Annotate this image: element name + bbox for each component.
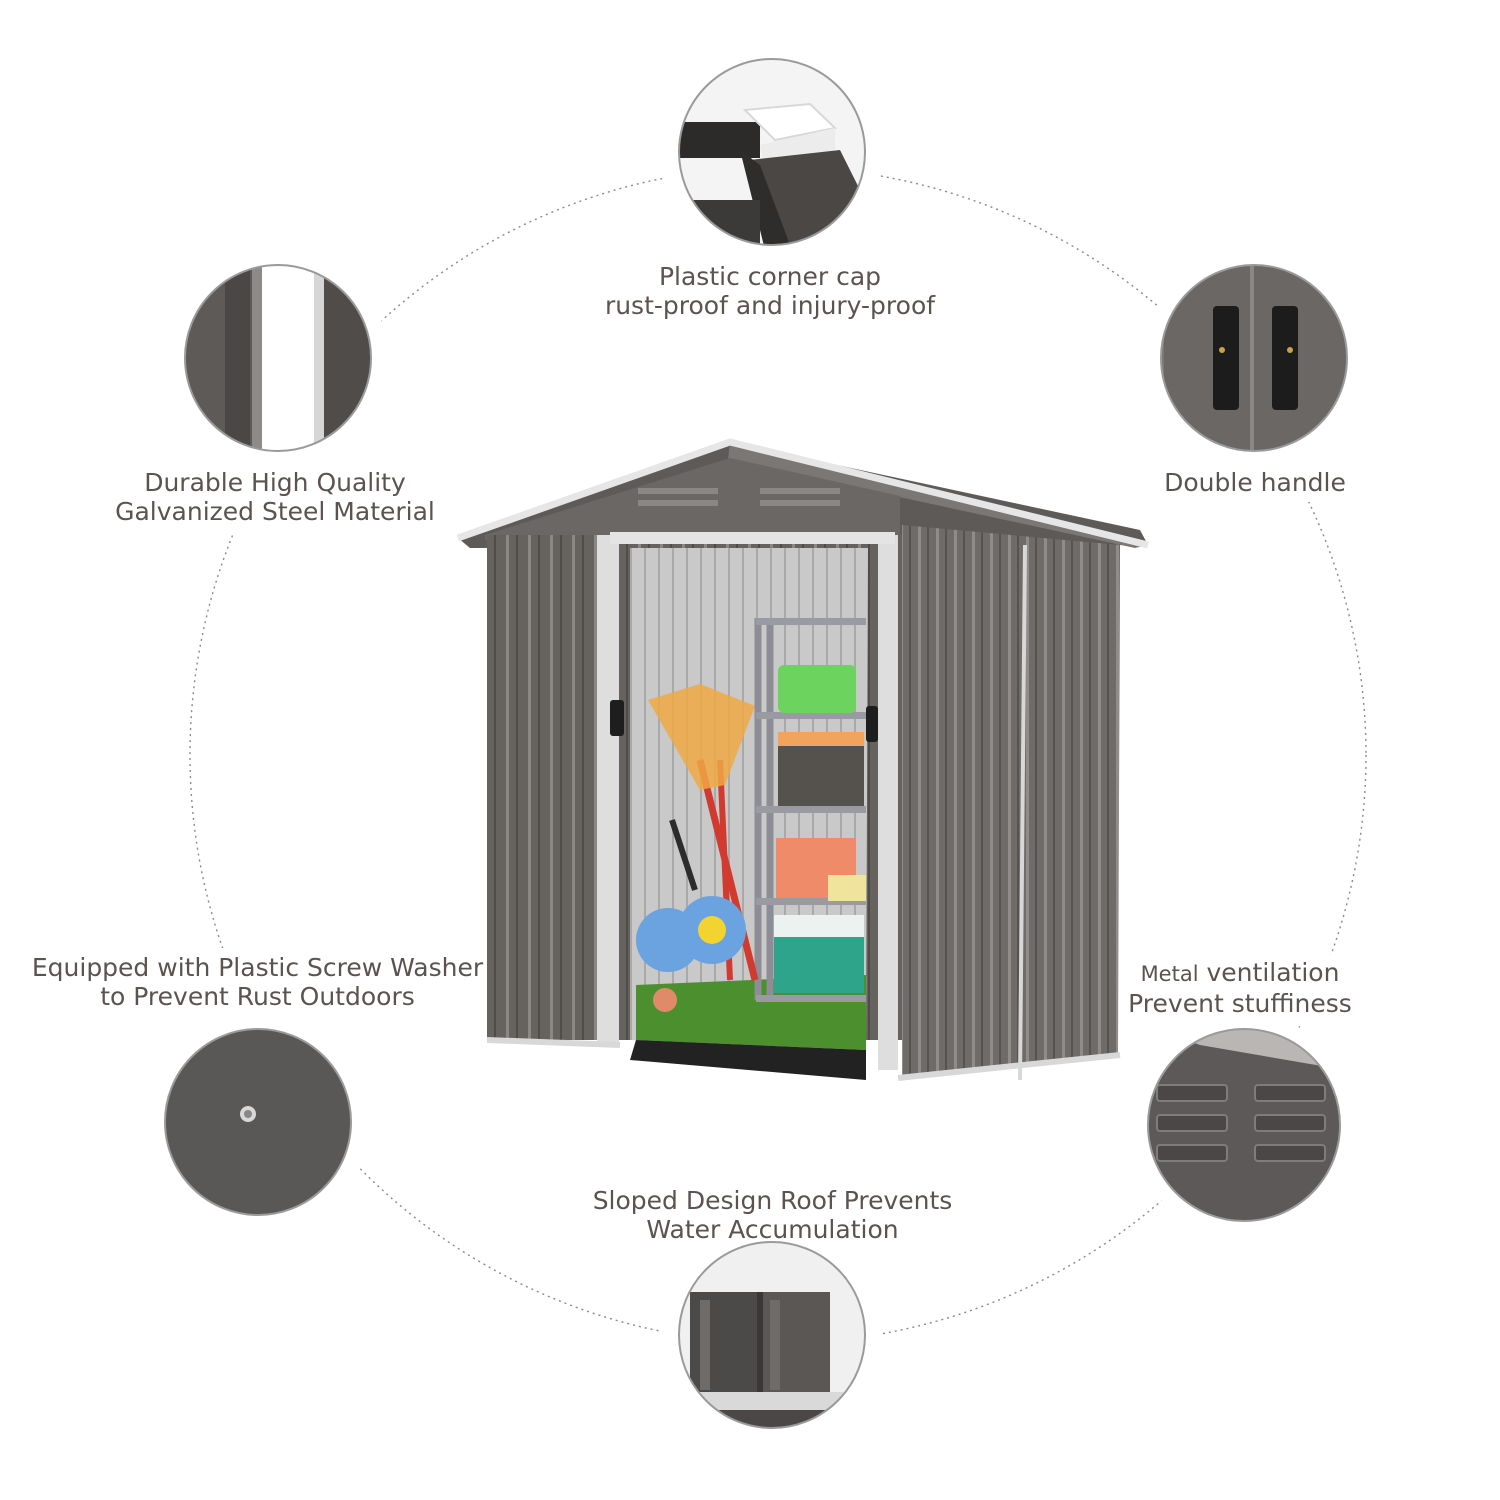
feature-label-vent: Metal ventilation Prevent stuffiness: [1128, 958, 1352, 1018]
feature-label-handle: Double handle: [1164, 468, 1346, 497]
corner-cap-closeup: [679, 59, 865, 245]
shed-illustration: [456, 438, 1149, 1081]
feature-label-steel: Durable High Quality Galvanized Steel Ma…: [115, 468, 435, 526]
dotted-ring: [189, 166, 1367, 1344]
feature-label-washer: Equipped with Plastic Screw Washer to Pr…: [31, 953, 484, 1011]
feature-label-roof: Sloped Design Roof Prevents Water Accumu…: [592, 1186, 953, 1244]
screw-washer-closeup: [165, 1029, 351, 1215]
double-handle-closeup: [1161, 265, 1347, 451]
sloped-roof-closeup: [679, 1242, 865, 1428]
steel-panel-closeup: [185, 265, 371, 451]
feature-label-corner-cap: Plastic corner cap rust-proof and injury…: [604, 262, 936, 320]
